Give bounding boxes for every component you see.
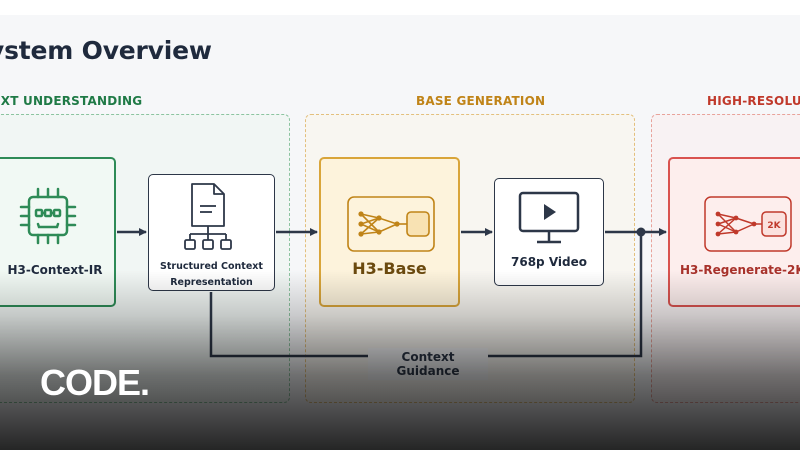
structured-context-node[interactable]: Structured Context Representation (148, 174, 275, 291)
document-tree-icon (184, 183, 232, 250)
base-model-label: H3-Base (352, 259, 427, 278)
context-ir-label: H3-Context-IR (7, 263, 103, 277)
2k-badge-text: 2K (767, 221, 781, 231)
guidance-junction-dot (636, 227, 646, 237)
chip-icon (19, 187, 77, 245)
context-guidance-label: Context Guidance (368, 348, 488, 380)
context-ir-node[interactable]: H3-Context-IR (0, 157, 116, 307)
monitor-play-icon (518, 191, 580, 244)
structured-context-label: Structured Context Representation (149, 259, 274, 291)
code-watermark: CODE. (40, 362, 150, 403)
structured-context-label-line-1: Structured Context (160, 261, 263, 272)
structured-context-label-line-2: Representation (170, 277, 253, 288)
video-output-label: 768p Video (511, 255, 587, 269)
base-model-node[interactable]: H3-Base (319, 157, 460, 307)
regenerate-2k-node[interactable]: 2K H3-Regenerate-2K (668, 157, 800, 307)
upscale-network-icon: 2K (704, 196, 792, 252)
regenerate-2k-label: H3-Regenerate-2K (680, 263, 800, 277)
neural-network-icon (347, 196, 435, 252)
system-overview-slide: ystem Overview TEXT UNDERSTANDING BASE G… (0, 15, 800, 450)
video-output-node[interactable]: 768p Video (494, 178, 604, 286)
